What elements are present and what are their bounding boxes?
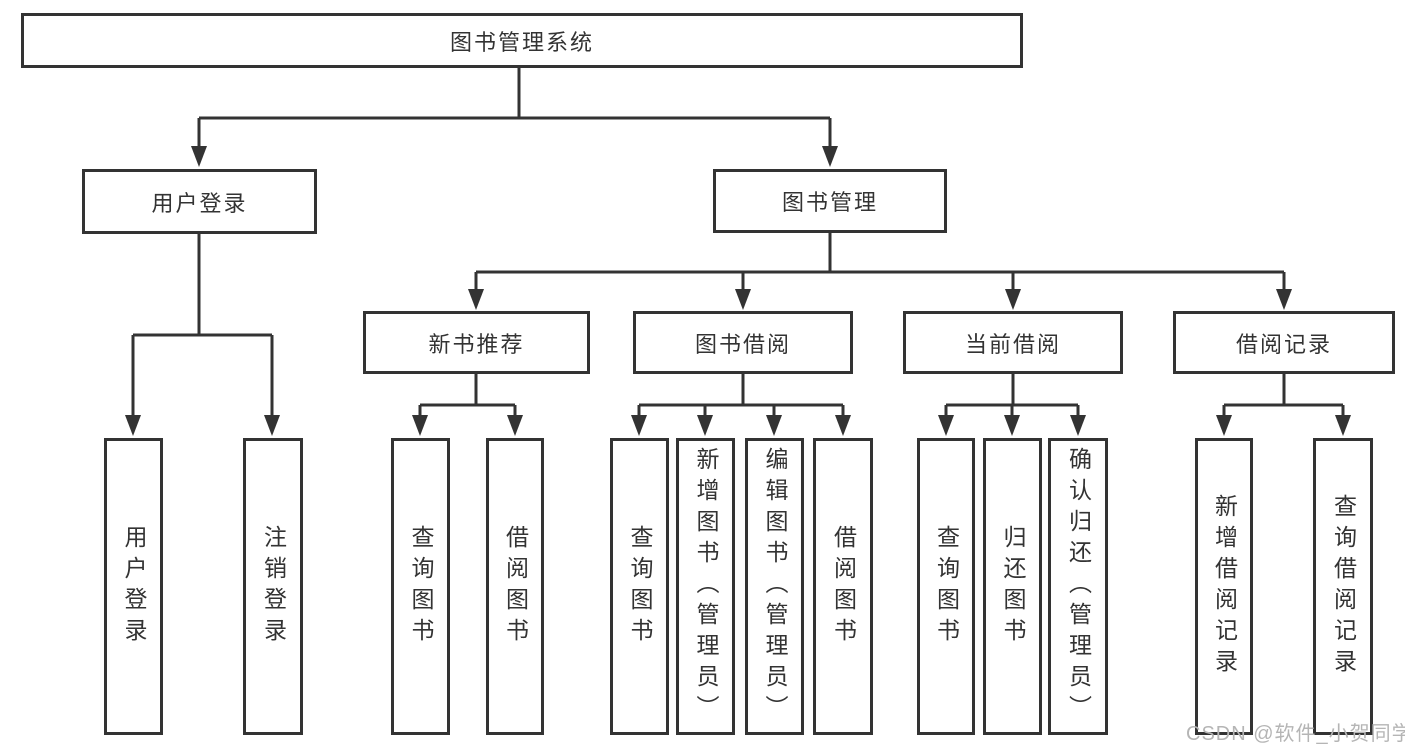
leaf-user-login: 用户登录 (104, 438, 163, 735)
leaf-bookborrow-borrow-books-label: 借阅图书 (830, 524, 857, 649)
leaf-bookborrow-query-books: 查询图书 (610, 438, 669, 735)
edge-newbookrec-to-leaves (418, 374, 517, 418)
leaf-borrowrecord-add-record: 新增借阅记录 (1195, 438, 1253, 735)
leaf-bookborrow-add-books-admin-label: 新增图书（管理员） (693, 447, 719, 726)
csdn-watermark: CSDN @软件_小贺同学 (1186, 723, 1405, 745)
node-current-borrow-label: 当前借阅 (964, 331, 1061, 357)
leaf-bookborrow-add-books-admin: 新增图书（管理员） (676, 438, 735, 735)
leaf-currentborrow-return-books-label: 归还图书 (1000, 524, 1026, 649)
leaf-logout-label: 注销登录 (260, 524, 287, 649)
node-user-login: 用户登录 (82, 169, 317, 234)
leaf-currentborrow-confirm-return-admin: 确认归还（管理员） (1048, 438, 1108, 735)
arrowheads (125, 146, 1351, 436)
node-new-book-rec-label: 新书推荐 (428, 331, 525, 357)
edge-bookborrow-to-leaves (637, 374, 845, 418)
node-book-mgmt-label: 图书管理 (781, 190, 878, 215)
node-borrow-record: 借阅记录 (1173, 311, 1395, 374)
leaf-currentborrow-query-books-label: 查询图书 (933, 524, 960, 649)
leaf-newbookrec-query-books-label: 查询图书 (408, 524, 434, 649)
node-root-label: 图书管理系统 (449, 29, 594, 55)
node-new-book-rec: 新书推荐 (363, 311, 590, 374)
node-root: 图书管理系统 (21, 13, 1023, 68)
edge-bookmgmt-to-level3 (474, 233, 1286, 292)
node-book-borrow: 图书借阅 (633, 311, 853, 374)
edge-borrowrecord-to-leaves (1222, 374, 1345, 418)
leaf-currentborrow-return-books: 归还图书 (983, 438, 1042, 735)
node-book-borrow-label: 图书借阅 (694, 331, 791, 357)
leaf-user-login-label: 用户登录 (121, 524, 147, 649)
edge-currentborrow-to-leaves (944, 374, 1080, 418)
leaf-bookborrow-edit-books-admin-label: 编辑图书（管理员） (762, 447, 788, 726)
node-book-mgmt: 图书管理 (713, 169, 947, 233)
leaf-currentborrow-confirm-return-admin-label: 确认归还（管理员） (1065, 447, 1092, 726)
leaf-borrowrecord-query-record-label: 查询借阅记录 (1330, 493, 1357, 680)
edge-root-to-level2 (197, 68, 832, 149)
edge-userlogin-to-leaves (131, 234, 274, 418)
leaf-bookborrow-borrow-books: 借阅图书 (813, 438, 873, 735)
node-current-borrow: 当前借阅 (903, 311, 1123, 374)
leaf-borrowrecord-add-record-label: 新增借阅记录 (1211, 493, 1238, 680)
leaf-bookborrow-query-books-label: 查询图书 (627, 524, 653, 649)
leaf-bookborrow-edit-books-admin: 编辑图书（管理员） (745, 438, 804, 735)
node-borrow-record-label: 借阅记录 (1235, 331, 1332, 357)
leaf-logout: 注销登录 (243, 438, 303, 735)
leaf-newbookrec-borrow-books: 借阅图书 (486, 438, 544, 735)
node-user-login-label: 用户登录 (151, 190, 248, 216)
leaf-borrowrecord-query-record: 查询借阅记录 (1313, 438, 1373, 735)
leaf-newbookrec-borrow-books-label: 借阅图书 (502, 524, 529, 649)
leaf-newbookrec-query-books: 查询图书 (391, 438, 450, 735)
leaf-currentborrow-query-books: 查询图书 (917, 438, 975, 735)
